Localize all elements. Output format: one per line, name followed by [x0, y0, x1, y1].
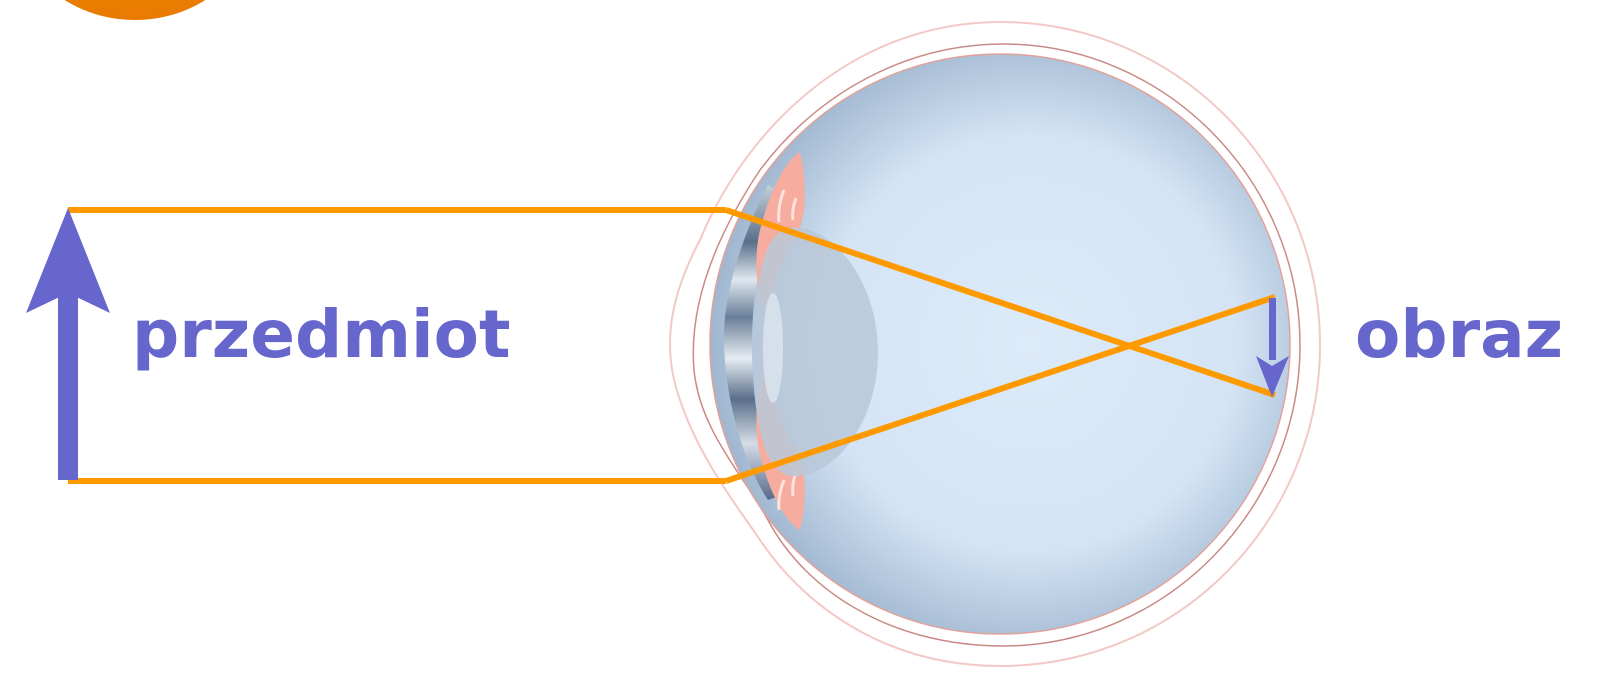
object-label: przedmiot — [132, 296, 511, 373]
sun-icon — [15, 0, 255, 20]
up-arrow-icon — [26, 208, 110, 480]
image-label: obraz — [1355, 296, 1563, 373]
lens-highlight — [763, 293, 783, 403]
